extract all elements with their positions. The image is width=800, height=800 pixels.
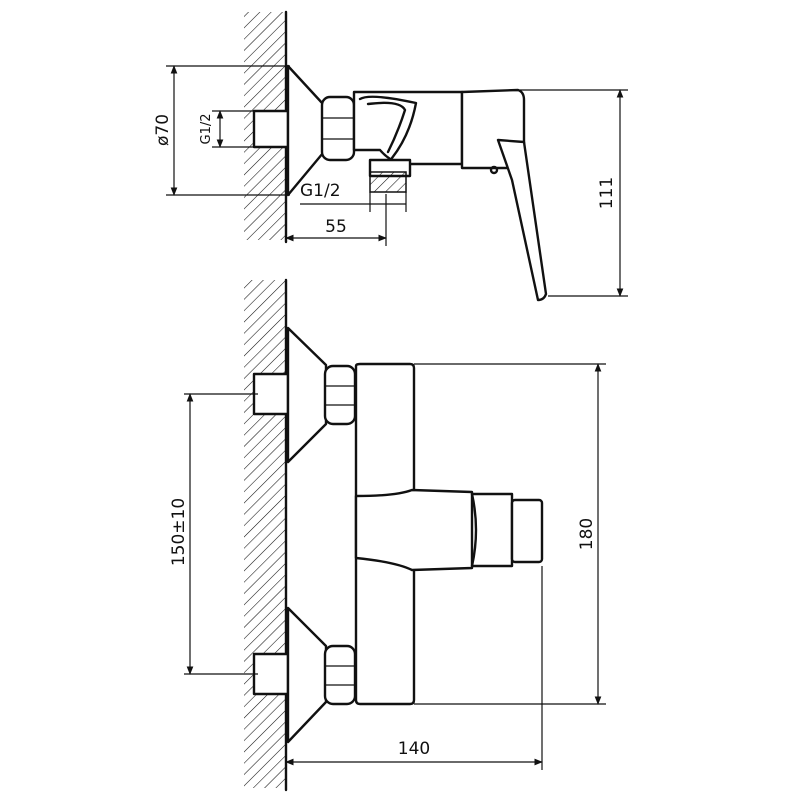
- mixer-neck-front: [354, 488, 474, 572]
- outlet-thread-side: [369, 171, 407, 193]
- dim-label-diameter: ø70: [153, 114, 173, 146]
- cartridge-housing-front: [470, 492, 514, 568]
- handle-lever-side: [496, 138, 548, 302]
- dim-label-180: 180: [577, 518, 597, 550]
- side-view: ø70 G1/2 G1/2 55 111: [153, 10, 628, 302]
- dim-label-150: 150±10: [169, 498, 189, 566]
- dim-spacing-150: 150±10: [169, 393, 258, 675]
- upper-flange: [286, 326, 328, 464]
- dim-projection-55: 55: [285, 194, 387, 246]
- dim-label-outlet-thread: G1/2: [300, 181, 341, 201]
- dim-outlet-thread: G1/2: [300, 181, 407, 212]
- dim-diameter-70: ø70: [153, 65, 290, 196]
- upper-hex-nut: [323, 364, 357, 426]
- dim-label-140: 140: [398, 739, 430, 759]
- lower-inlet-stub: [252, 652, 290, 696]
- flange-side: [286, 64, 325, 197]
- dim-inlet-thread: G1/2: [199, 110, 254, 148]
- front-view: 150±10 180 140: [169, 278, 606, 792]
- inlet-stub-side: [252, 109, 290, 149]
- dim-height-111: 111: [520, 89, 628, 297]
- dim-label-111: 111: [597, 177, 617, 209]
- dim-height-180: 180: [414, 363, 606, 705]
- hex-nut-side: [320, 95, 356, 162]
- dim-label-55: 55: [325, 217, 347, 237]
- handle-cap-front: [510, 498, 544, 564]
- dim-label-inlet-thread: G1/2: [199, 114, 214, 145]
- lower-flange: [286, 606, 328, 744]
- lower-hex-nut: [323, 644, 357, 706]
- dim-width-140: 140: [285, 566, 543, 770]
- upper-inlet-stub: [252, 372, 290, 416]
- wall-hatch-bottom: [244, 280, 286, 788]
